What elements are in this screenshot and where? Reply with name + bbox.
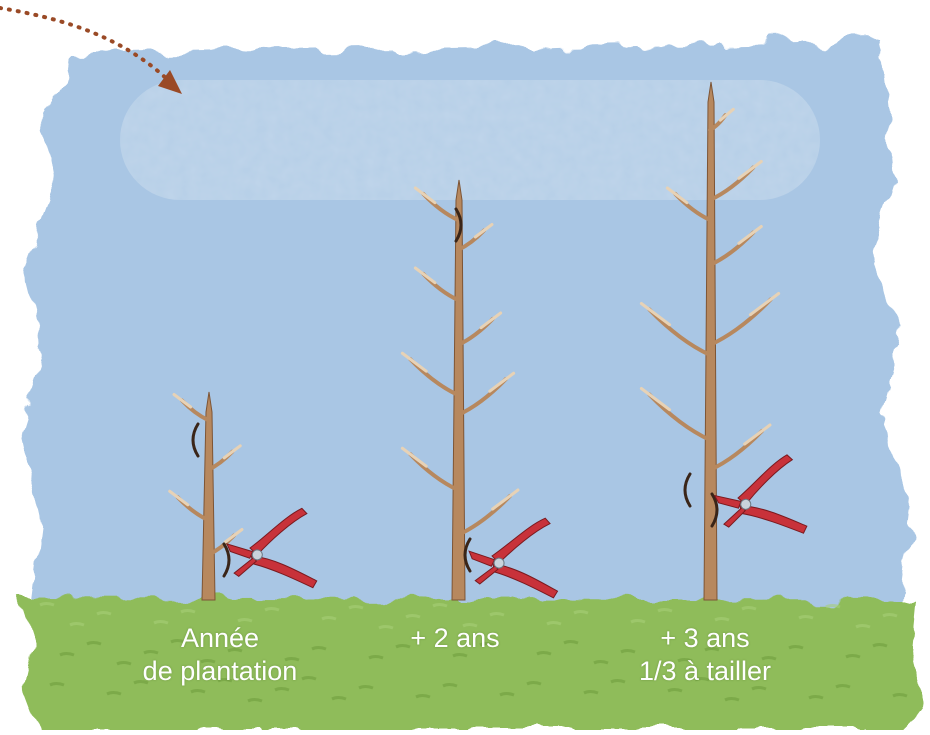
grass-stroke: [332, 698, 346, 700]
grass-stroke: [826, 606, 840, 608]
grass-stroke: [564, 642, 578, 644]
grass-stroke: [191, 691, 205, 693]
caption-planting-year: Année de plantation: [95, 622, 345, 688]
grass-stroke: [275, 689, 289, 691]
grass-stroke: [181, 611, 195, 613]
grass-stroke: [799, 617, 813, 619]
grass-stroke: [265, 609, 279, 611]
grass-stroke: [584, 692, 598, 694]
grass-stroke: [443, 685, 457, 687]
grass-stroke: [658, 610, 672, 612]
caption-plus-2-years: + 2 ans: [355, 622, 555, 655]
grass-stroke: [883, 615, 897, 617]
caption-line: + 2 ans: [355, 622, 555, 655]
grass-stroke: [97, 613, 111, 615]
caption-plus-3-years: + 3 ans 1/3 à tailler: [590, 622, 820, 688]
grass-stroke: [527, 683, 541, 685]
grass-stroke: [490, 614, 504, 616]
grass-stroke: [742, 608, 756, 610]
grass-stroke: [809, 697, 823, 699]
grass-stroke: [574, 612, 588, 614]
grass-stroke: [856, 626, 870, 628]
grass-stroke: [500, 694, 514, 696]
grass-stroke: [846, 656, 860, 658]
caption-line: 1/3 à tailler: [590, 655, 820, 688]
grass-stroke: [359, 687, 373, 689]
grass-stroke: [248, 700, 262, 702]
grass-stroke: [406, 616, 420, 618]
grass-stroke: [70, 624, 84, 626]
grass-stroke: [107, 693, 121, 695]
grass-stroke: [893, 695, 907, 697]
grass-stroke: [50, 684, 64, 686]
grass-stroke: [416, 696, 430, 698]
grass-stroke: [836, 686, 850, 688]
grass-stroke: [715, 619, 729, 621]
grass-stroke: [725, 699, 739, 701]
grass-stroke: [873, 645, 887, 647]
caption-line: de plantation: [95, 655, 345, 688]
grass-stroke: [433, 605, 447, 607]
caption-line: + 3 ans: [590, 622, 820, 655]
grass-stroke: [40, 604, 54, 606]
grass-stroke: [60, 654, 74, 656]
grass-stroke: [369, 657, 383, 659]
grass-stroke: [668, 690, 682, 692]
grass-stroke: [238, 620, 252, 622]
caption-line: Année: [95, 622, 345, 655]
grass-stroke: [349, 607, 363, 609]
grass-stroke: [322, 618, 336, 620]
